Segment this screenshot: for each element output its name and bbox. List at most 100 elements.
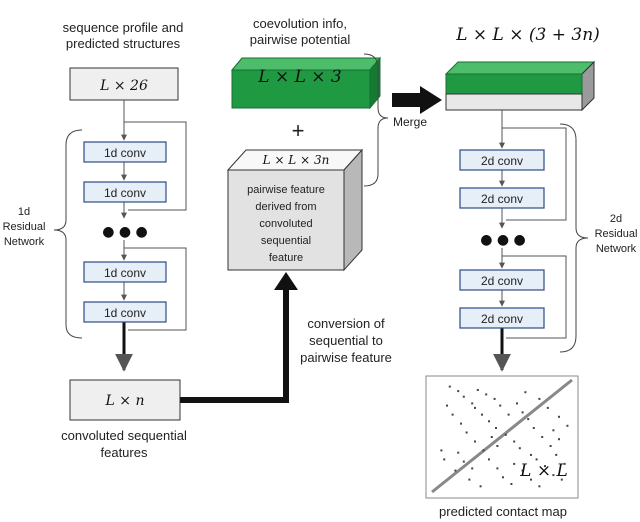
contact-point (451, 413, 454, 416)
contact-point (546, 406, 549, 409)
contact-point (485, 393, 488, 396)
input-box (69, 67, 179, 101)
conversion-arrowhead (274, 272, 298, 290)
conv2d-4 (459, 307, 545, 329)
merged-green-slab (445, 73, 583, 95)
contact-point (457, 451, 460, 454)
contact-point (544, 465, 546, 468)
contact-point (530, 453, 532, 456)
contact-point (510, 483, 513, 485)
contact-point (527, 418, 530, 421)
skip-connection-1 (124, 121, 187, 211)
right-residual-1: 2d (610, 213, 622, 225)
skip-connection-3 (502, 127, 567, 221)
output-label-2: features (101, 445, 148, 460)
cube-text-1: pairwise feature (247, 184, 325, 196)
contact-point (560, 478, 563, 481)
contact-map-points (440, 385, 569, 488)
cube-top-label: L × L × 3n (262, 153, 330, 167)
conv1d-3-label: 1d conv (104, 266, 146, 280)
contact-point (496, 445, 499, 447)
contact-point (502, 476, 504, 479)
contact-point (460, 422, 462, 425)
cube-side (343, 148, 363, 272)
green-box-label: L × L × 3 (257, 67, 342, 87)
left-residual-brace (53, 129, 83, 339)
merged-top (444, 61, 596, 75)
left-residual-2: Residual (3, 221, 46, 233)
contact-point (532, 427, 535, 429)
cube-text-5: feature (269, 252, 303, 264)
conv2d-3-label: 2d conv (481, 274, 523, 288)
skip-connection-2 (124, 247, 187, 331)
conv1d-3 (83, 261, 167, 283)
contact-point (468, 478, 471, 481)
conv1d-4-label: 1d conv (104, 306, 146, 320)
input-label-2: predicted structures (66, 36, 181, 51)
output-label-1: convoluted sequential (61, 428, 187, 443)
contact-point (496, 467, 499, 470)
conversion-label-3: pairwise feature (300, 350, 392, 365)
merge-label: Merge (393, 115, 427, 129)
contact-point (474, 440, 476, 443)
contact-point (521, 469, 524, 472)
contact-point (493, 397, 496, 400)
contact-point (549, 445, 552, 447)
plus-sign: + (292, 118, 305, 143)
cube-text-2: derived from (255, 201, 316, 213)
conv2d-2 (459, 187, 545, 209)
contact-map-caption: predicted contact map (439, 504, 567, 519)
green-box-front (231, 69, 371, 109)
contact-point (454, 469, 457, 472)
merged-label: L × L × (3 + 3n) (455, 25, 600, 45)
input-box-label: L × 26 (99, 78, 148, 94)
conversion-arrow (180, 286, 289, 403)
contact-point (465, 431, 468, 434)
contact-point (474, 406, 476, 409)
contact-point (530, 478, 532, 481)
right-residual-2: Residual (595, 228, 638, 240)
right-residual-brace (559, 123, 589, 353)
contact-point (462, 460, 465, 463)
contact-point (482, 449, 485, 452)
output-box-label: L × n (105, 393, 145, 409)
left-residual-1: 1d (18, 206, 30, 218)
contact-point (471, 402, 474, 405)
contact-point (471, 467, 474, 470)
contact-point (518, 447, 521, 450)
contact-point (558, 415, 560, 418)
contact-point (541, 436, 544, 438)
coevo-label-1: coevolution info, (253, 16, 347, 31)
conv1d-2-label: 1d conv (104, 186, 146, 200)
contact-point (462, 395, 465, 398)
merge-arrow (392, 86, 442, 114)
output-box (69, 379, 181, 421)
conversion-label-2: sequential to (309, 333, 383, 348)
contact-point (521, 411, 524, 414)
contact-point (513, 462, 516, 465)
right-residual-3: Network (596, 243, 637, 255)
contact-point (563, 462, 566, 465)
contact-map-label: L × L (519, 461, 568, 481)
contact-point (488, 458, 490, 461)
contact-point (440, 449, 443, 452)
contact-point (524, 391, 527, 394)
merge-brace (363, 53, 389, 187)
contact-map-diagonal (431, 378, 573, 494)
contact-point (538, 397, 541, 400)
contact-point (490, 436, 493, 438)
left-residual-3: Network (4, 236, 45, 248)
cube-front (227, 169, 345, 271)
contact-map: L × L (425, 375, 579, 499)
dots-left: ● ● ● (102, 224, 148, 240)
contact-point (443, 458, 446, 461)
contact-point (552, 429, 555, 432)
contact-point (507, 413, 510, 416)
contact-point (499, 404, 502, 407)
contact-point (488, 420, 490, 423)
contact-point (552, 474, 555, 477)
conv2d-3 (459, 269, 545, 291)
contact-point (479, 485, 482, 488)
merged-gray-slab (445, 93, 583, 111)
